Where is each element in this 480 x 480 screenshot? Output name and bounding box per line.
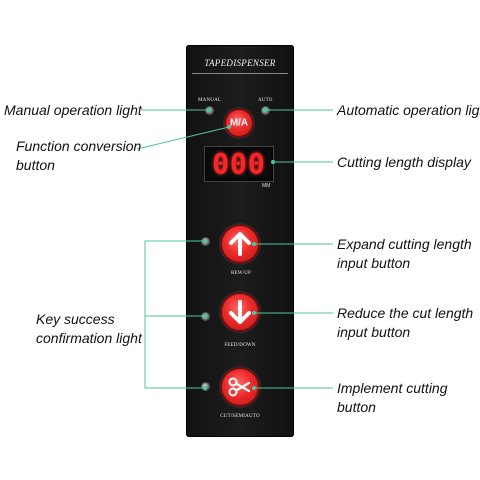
manual-indicator-light (206, 107, 213, 114)
cut-semiauto-label: CUT/SEMIAUTO (220, 414, 260, 419)
annotation-implement-1: Implement cutting (337, 380, 448, 396)
feed-down-button[interactable] (222, 294, 258, 330)
rew-up-label: REW/UP (230, 271, 252, 276)
display-unit: MM (262, 183, 271, 189)
annotation-cutting-display: Cutting length display (337, 154, 471, 170)
annotation-expand-2: input button (337, 255, 411, 271)
cut-semiauto-button[interactable] (222, 369, 258, 405)
display-digits: 000 (212, 147, 266, 180)
annotation-function-button-2: button (16, 157, 55, 173)
auto-indicator-light (262, 107, 269, 114)
annotation-reduce-2: input button (337, 324, 411, 340)
annotation-key-light-1: Key success (36, 311, 115, 327)
rew-up-button[interactable] (222, 226, 258, 262)
annotation-implement-2: button (337, 399, 376, 415)
feed-down-label: FEED/DOWN (224, 343, 256, 348)
scissors-icon (228, 377, 251, 397)
feed-confirm-light (202, 313, 209, 320)
annotation-auto-light: Automatic operation light (337, 102, 480, 118)
panel-title: TAPEDISPENSER (204, 58, 276, 68)
cut-confirm-light (202, 383, 209, 390)
rew-confirm-light (202, 238, 209, 245)
cutting-length-display: 000 (204, 146, 274, 182)
panel-title-divider (192, 73, 288, 74)
annotation-expand-1: Expand cutting length (337, 236, 472, 252)
ma-function-button[interactable]: M/A (226, 110, 252, 136)
annotation-function-button-1: Function conversion (16, 138, 142, 154)
ma-button-label: M/A (229, 117, 249, 129)
arrow-down-icon (229, 300, 251, 324)
arrow-up-icon (229, 232, 251, 256)
manual-label: MANUAL (198, 98, 222, 103)
annotation-reduce-1: Reduce the cut length (337, 305, 474, 321)
auto-label: AUTO (258, 98, 273, 103)
annotation-manual-light: Manual operation light (4, 102, 142, 118)
annotation-key-light-2: confirmation light (36, 330, 142, 346)
